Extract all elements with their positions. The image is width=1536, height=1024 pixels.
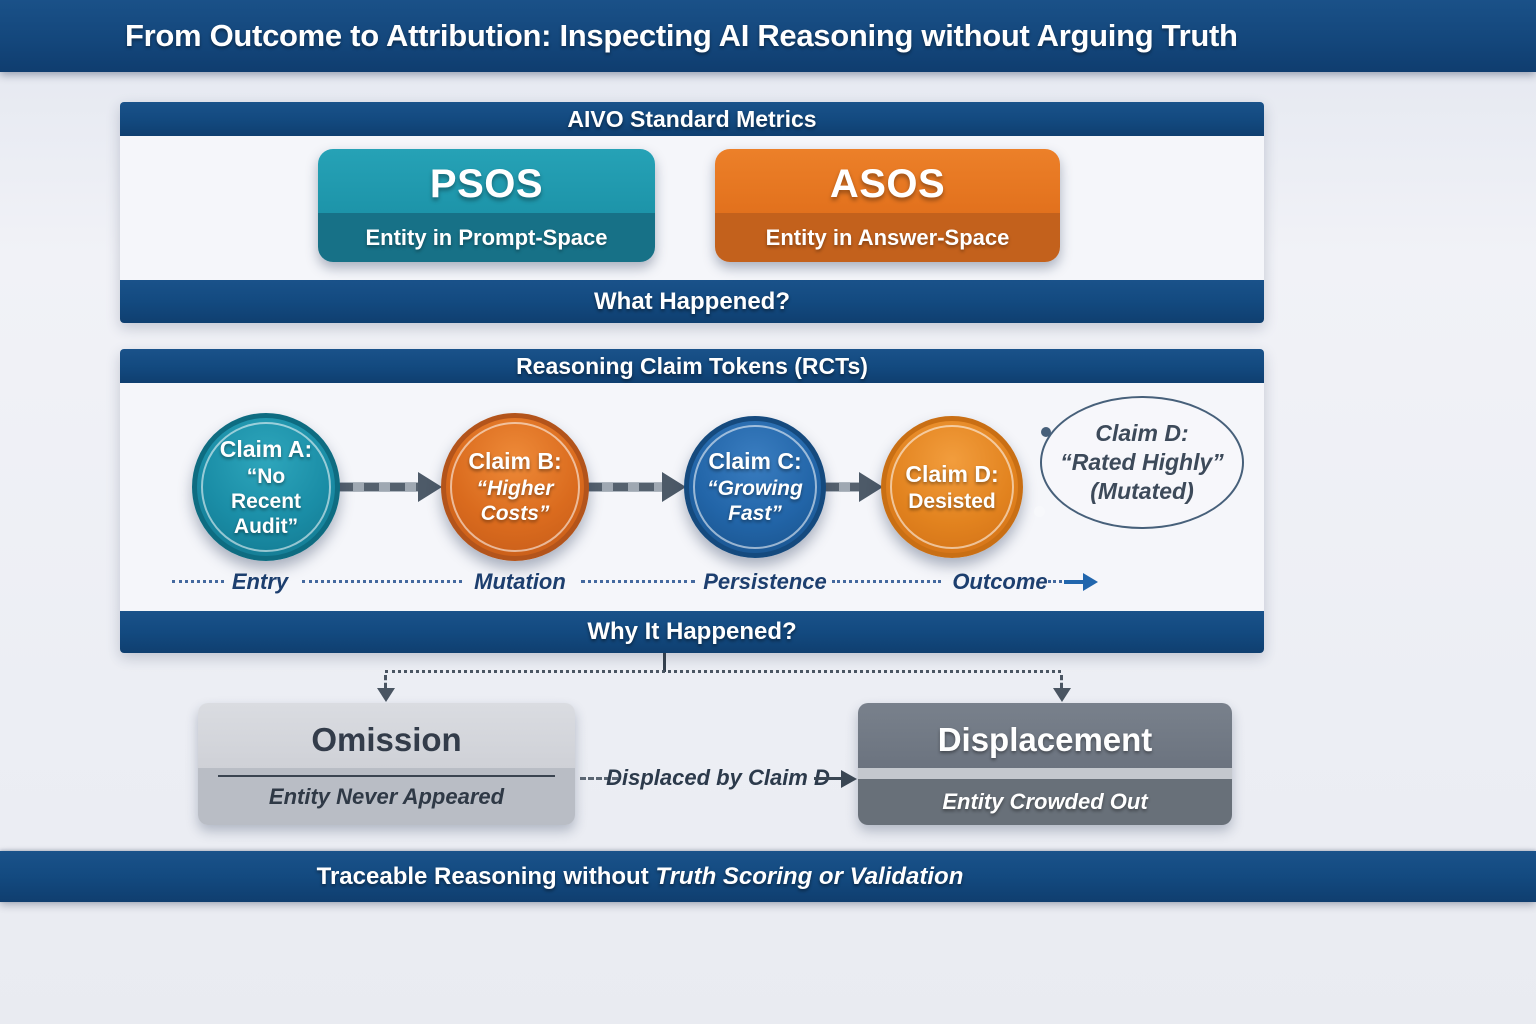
callout-line-1: Claim D: — [1095, 420, 1189, 447]
connector-b-c — [587, 482, 662, 492]
bottom-summary-italic: Truth Scoring or Validation — [655, 862, 964, 890]
timeline-leader-0 — [172, 580, 224, 583]
page-title: From Outcome to Attribution: Inspecting … — [125, 18, 1238, 54]
timeline-leader-2 — [581, 580, 695, 583]
claim-b-text: “Higher Costs” — [476, 477, 554, 526]
metrics-panel: AIVO Standard Metrics PSOS Entity in Pro… — [120, 102, 1264, 323]
claim-d-text: Desisted — [908, 489, 996, 513]
stage-mutation-label: Mutation — [474, 569, 566, 594]
displaced-link-dash — [580, 777, 618, 780]
rct-panel: Reasoning Claim Tokens (RCTs) Claim D: “… — [120, 349, 1264, 653]
timeline-leader-3 — [832, 580, 941, 583]
omission-box: Omission Entity Never Appeared — [198, 703, 575, 825]
arrowhead-b-c-icon — [662, 472, 686, 502]
callout-connector-dot — [1041, 427, 1051, 437]
bottom-summary-bar: Traceable Reasoning without Truth Scorin… — [0, 851, 1536, 902]
claim-a-node: Claim A: “No Recent Audit” — [192, 413, 340, 561]
claim-d-callout-bubble: Claim D: “Rated Highly” (Mutated) — [1040, 396, 1244, 529]
displacement-title: Displacement — [858, 703, 1232, 768]
rct-panel-title: Reasoning Claim Tokens (RCTs) — [120, 349, 1264, 383]
metrics-panel-body: PSOS Entity in Prompt-Space ASOS Entity … — [120, 136, 1264, 280]
connector-a-b — [338, 482, 418, 492]
claim-b-label: Claim B: — [468, 448, 562, 475]
displacement-divider-band — [858, 768, 1232, 779]
stage-outcome-label: Outcome — [952, 569, 1048, 594]
top-header-bar: From Outcome to Attribution: Inspecting … — [0, 0, 1536, 72]
bottom-summary-text: Traceable Reasoning without Truth Scorin… — [0, 863, 1280, 891]
omission-title: Omission — [198, 703, 575, 768]
branch-drop-right — [1060, 675, 1063, 688]
displacement-box: Displacement Entity Crowded Out — [858, 703, 1232, 825]
claim-d-node: Claim D: Desisted — [881, 416, 1023, 558]
timeline-arrow — [1064, 580, 1084, 584]
claim-c-node: Claim C: “Growing Fast” — [684, 416, 826, 558]
displaced-link-label: Displaced by Claim D — [606, 765, 830, 790]
claim-a-text: “No Recent Audit” — [230, 464, 302, 538]
connector-c-d — [824, 482, 859, 492]
asos-card: ASOS Entity in Answer-Space — [715, 149, 1060, 262]
arrowhead-c-d-icon — [859, 472, 883, 502]
branch-drop-left — [384, 675, 387, 688]
branch-arrowhead-left-icon — [377, 688, 395, 702]
branch-stem-line — [663, 653, 666, 672]
rct-panel-body: Claim D: “Rated Highly” (Mutated) Claim … — [120, 383, 1264, 611]
displaced-link-arrow — [814, 777, 842, 780]
branch-horizontal-line — [385, 670, 1061, 673]
what-happened-bar: What Happened? — [120, 280, 1264, 323]
claim-d-label: Claim D: — [905, 461, 999, 488]
stage-persistence-label: Persistence — [703, 569, 827, 594]
timeline-arrowhead-icon — [1083, 573, 1098, 591]
asos-abbr: ASOS — [715, 149, 1060, 213]
claim-b-node: Claim B: “Higher Costs” — [441, 413, 589, 561]
callout-line-3: (Mutated) — [1090, 477, 1194, 504]
arrowhead-a-b-icon — [418, 472, 442, 502]
claim-a-label: Claim A: — [219, 435, 313, 462]
page-title-emphasis: From Outcome to Attribution: — [125, 18, 552, 53]
page-title-rest: Inspecting AI Reasoning without Arguing … — [559, 18, 1238, 53]
psos-card: PSOS Entity in Prompt-Space — [318, 149, 655, 262]
displaced-link-arrowhead-icon — [841, 770, 857, 788]
why-it-happened-bar: Why It Happened? — [120, 611, 1264, 653]
stage-entry-label: Entry — [231, 569, 289, 594]
callout-connector-swoosh — [1034, 506, 1045, 517]
metrics-panel-title: AIVO Standard Metrics — [120, 102, 1264, 136]
claim-c-text: “Growing Fast” — [707, 477, 803, 526]
timeline-leader-1 — [302, 580, 462, 583]
claim-c-label: Claim C: — [708, 448, 802, 475]
asos-description: Entity in Answer-Space — [715, 213, 1060, 262]
displacement-subtitle: Entity Crowded Out — [858, 779, 1232, 825]
branch-arrowhead-right-icon — [1053, 688, 1071, 702]
psos-abbr: PSOS — [318, 149, 655, 213]
callout-line-2: “Rated Highly” — [1060, 449, 1224, 476]
omission-subtitle: Entity Never Appeared — [198, 768, 575, 825]
psos-description: Entity in Prompt-Space — [318, 213, 655, 262]
timeline-leader-4 — [1048, 580, 1062, 583]
bottom-summary-bold: Traceable Reasoning without — [316, 862, 649, 890]
